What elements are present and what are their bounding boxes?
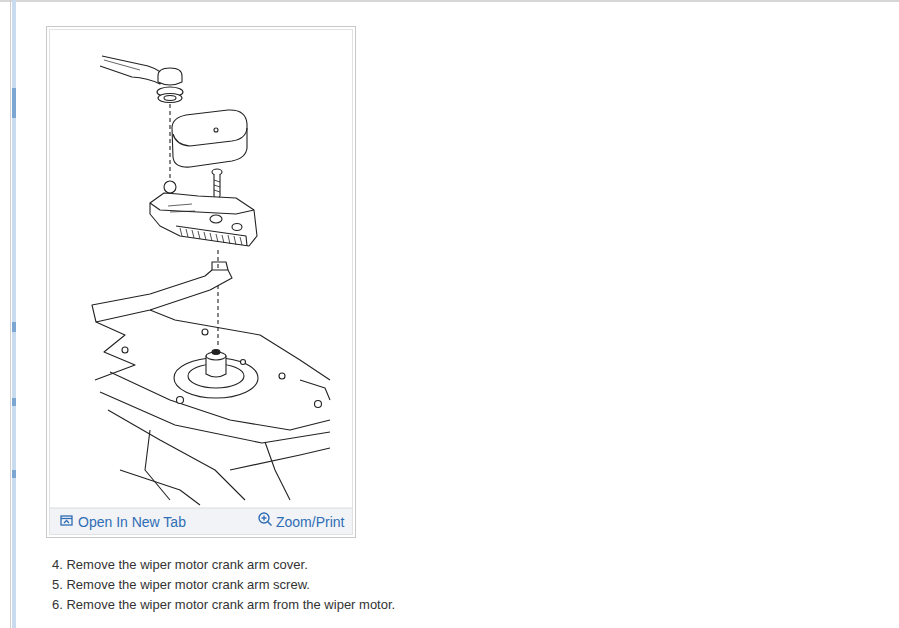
side-bar — [12, 0, 16, 628]
wiper-drawing — [92, 56, 330, 505]
instruction-step: 5. Remove the wiper motor crank arm scre… — [52, 577, 310, 593]
toolbar — [50, 508, 352, 534]
toolbar-rule — [50, 508, 352, 509]
side-mark — [12, 470, 16, 478]
image-frame-inner — [50, 30, 353, 535]
side-mark — [12, 322, 16, 332]
instruction-step: 4. Remove the wiper motor crank arm cove… — [52, 557, 308, 573]
new-tab-icon — [61, 516, 72, 525]
side-mark — [12, 398, 16, 406]
top-rule — [0, 0, 899, 2]
image-frame — [47, 27, 356, 538]
zoom-icon — [259, 513, 272, 526]
side-mark — [12, 88, 16, 118]
instruction-step: 6. Remove the wiper motor crank arm from… — [52, 597, 395, 613]
link-text: Zoom/Print — [276, 514, 344, 530]
side-rule — [10, 0, 11, 628]
link-text: Open In New Tab — [78, 514, 186, 530]
